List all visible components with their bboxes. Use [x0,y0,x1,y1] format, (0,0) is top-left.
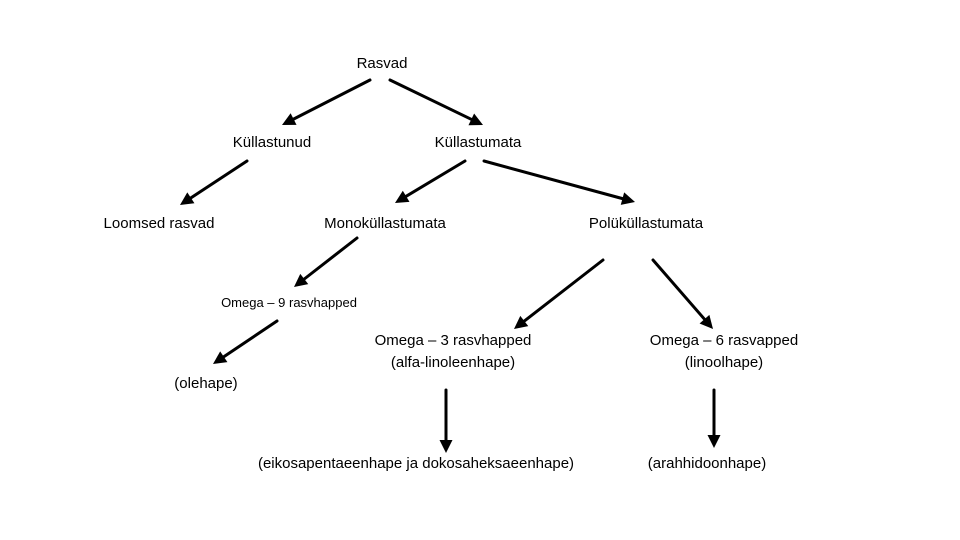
node-kullastunud: Küllastunud [233,132,311,154]
arrow-mono-to-omega9-head [294,273,309,287]
arrow-kullastumata-to-poly-shaft [482,159,626,201]
node-loomsed-rasvad: Loomsed rasvad [104,213,215,235]
arrow-poly-to-omega6-head [699,314,713,329]
arrow-kullastumata-to-mono [395,159,467,203]
arrow-poly-to-omega3 [514,258,605,329]
arrow-poly-to-omega6 [651,258,713,329]
arrow-kullastunud-to-loomsed-head [180,192,195,205]
arrow-kullastumata-to-mono-shaft [402,159,467,199]
arrow-rasvad-to-kullastumata-shaft [388,78,475,122]
arrow-rasvad-to-kullastumata [388,78,483,126]
node-monokullastumata: Monoküllastumata [324,213,446,235]
node-kullastumata-label: Küllastumata [434,134,522,151]
node-omega-9-label: Omega – 9 rasvhapped [221,295,357,310]
arrow-mono-to-omega9 [294,236,359,287]
node-arahhidoonhape-label: (arahhidoonhape) [647,455,767,472]
node-omega-6-label: Omega – 6 rasvapped [649,332,799,349]
node-rasvad: Rasvad [357,53,408,75]
node-epa-dha: (eikosapentaeenhape ja dokosaheksaeenhap… [258,453,574,475]
arrow-poly-to-omega3-head [514,315,529,329]
node-rasvad-label: Rasvad [356,55,408,72]
arrow-omega6-to-arahhidoon-head [707,435,721,448]
arrow-mono-to-omega9-shaft [301,236,359,282]
arrow-rasvad-to-kullastunud [282,78,372,125]
arrow-kullastumata-to-poly [482,159,635,205]
node-monokullastumata-label: Monoküllastumata [324,215,446,232]
arrow-rasvad-to-kullastunud-head [282,113,297,125]
arrow-omega3-to-epa-dha-head [439,440,453,453]
node-omega-3-sublabel: (alfa-linoleenhape) [390,354,516,371]
node-omega-3: Omega – 3 rasvhapped (alfa-linoleenhape) [375,330,532,374]
node-omega-6-sublabel: (linoolhape) [684,354,764,371]
arrow-rasvad-to-kullastumata-head [468,113,483,126]
node-epa-dha-label: (eikosapentaeenhape ja dokosaheksaeenhap… [257,455,575,472]
arrow-omega9-to-olehape [213,319,279,364]
node-polukullastumata-label: Polüküllastumata [588,215,704,232]
arrow-kullastumata-to-mono-head [395,190,410,203]
node-omega-6: Omega – 6 rasvapped (linoolhape) [650,330,798,374]
arrow-kullastunud-to-loomsed [180,159,249,205]
arrow-omega6-to-arahhidoon [707,388,721,448]
node-loomsed-rasvad-label: Loomsed rasvad [103,215,215,232]
node-arahhidoonhape: (arahhidoonhape) [648,453,766,475]
arrow-rasvad-to-kullastunud-shaft [290,78,372,122]
arrow-omega9-to-olehape-head [213,351,228,364]
arrow-kullastumata-to-poly-head [620,192,635,205]
arrow-omega3-to-epa-dha [439,388,453,453]
arrow-poly-to-omega6-shaft [651,258,708,323]
node-omega-9: Omega – 9 rasvhapped [221,292,357,314]
node-kullastunud-label: Küllastunud [232,134,312,151]
node-olehape: (olehape) [174,373,237,395]
arrow-omega9-to-olehape-shaft [220,319,279,360]
arrow-kullastunud-to-loomsed-shaft [187,159,249,201]
arrow-poly-to-omega3-shaft [521,258,605,324]
node-omega-3-label: Omega – 3 rasvhapped [374,332,532,349]
node-kullastumata: Küllastumata [435,132,522,154]
node-polukullastumata: Polüküllastumata [589,213,703,235]
node-olehape-label: (olehape) [174,375,238,392]
